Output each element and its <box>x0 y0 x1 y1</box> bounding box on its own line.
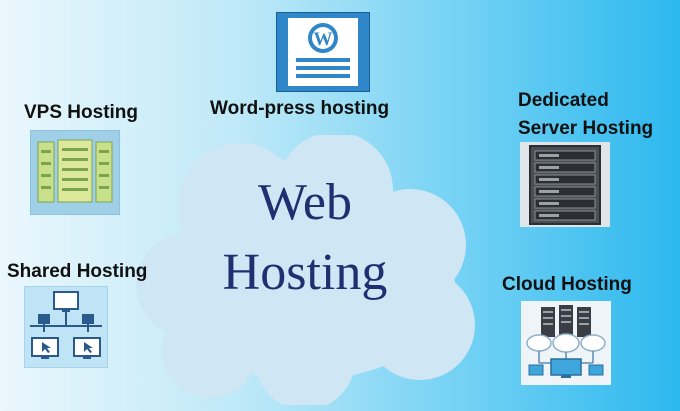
center-cloud: Web Hosting <box>130 132 480 410</box>
wordpress-document-icon: W <box>275 11 371 93</box>
dedicated-card <box>520 142 610 232</box>
cloud-servers-icon <box>521 301 611 385</box>
shared-label: Shared Hosting <box>7 261 148 282</box>
title-web: Web <box>258 174 352 231</box>
wordpress-card: W <box>275 11 371 97</box>
dedicated-server-icon <box>520 142 610 227</box>
dedicated-label-line1: Dedicated <box>518 90 609 111</box>
vps-label: VPS Hosting <box>24 102 139 123</box>
wordpress-label: Word-press hosting <box>210 98 390 119</box>
dedicated-label-line2: Server Hosting <box>518 118 654 139</box>
cloud-card <box>521 301 611 390</box>
vps-card <box>29 129 121 220</box>
shared-card <box>23 285 109 373</box>
title-hosting: Hosting <box>222 244 388 301</box>
cloud-label: Cloud Hosting <box>502 274 632 295</box>
server-rack-icon <box>29 129 121 216</box>
cloud-shape <box>136 132 475 410</box>
shared-network-icon <box>23 285 109 369</box>
svg-text:W: W <box>314 29 333 50</box>
